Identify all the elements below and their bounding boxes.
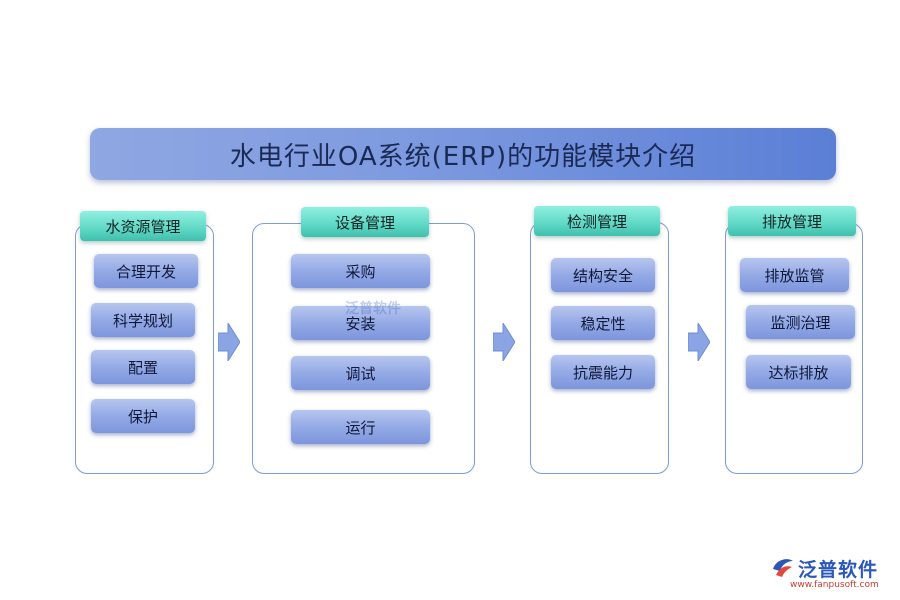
item-stability: 稳定性 [551, 306, 655, 340]
diagram-title-bar: 水电行业OA系统(ERP)的功能模块介绍 [90, 128, 836, 180]
logo-name: 泛普软件 [798, 559, 879, 581]
watermark: 泛普软件 [345, 301, 401, 317]
flow-arrow-icon [688, 323, 710, 361]
module-header-water-resources: 水资源管理 [80, 211, 206, 241]
item-scientific-planning: 科学规划 [91, 303, 195, 337]
module-header-equipment: 设备管理 [301, 207, 429, 237]
item-monitoring-treatment: 监测治理 [746, 305, 855, 339]
logo-icon [773, 559, 793, 577]
item-structural-safety: 结构安全 [551, 258, 655, 292]
item-operation: 运行 [291, 410, 430, 444]
item-seismic-capacity: 抗震能力 [551, 355, 655, 389]
item-procurement: 采购 [291, 254, 430, 288]
item-compliant-discharge: 达标排放 [746, 355, 851, 389]
item-commissioning: 调试 [291, 356, 430, 390]
item-rational-development: 合理开发 [94, 254, 198, 288]
item-allocation: 配置 [91, 350, 195, 384]
module-header-discharge: 排放管理 [728, 206, 856, 236]
flow-arrow-icon [493, 323, 515, 361]
diagram-title: 水电行业OA系统(ERP)的功能模块介绍 [229, 141, 697, 172]
brand-logo: 泛普软件 www.fanpusoft.com [770, 555, 895, 595]
logo-url: www.fanpusoft.com [790, 580, 879, 590]
item-installation: 安装 [291, 306, 430, 340]
item-discharge-supervision: 排放监管 [740, 258, 849, 292]
item-protection: 保护 [91, 399, 195, 433]
flow-arrow-icon [218, 323, 240, 361]
module-header-inspection: 检测管理 [534, 206, 660, 236]
